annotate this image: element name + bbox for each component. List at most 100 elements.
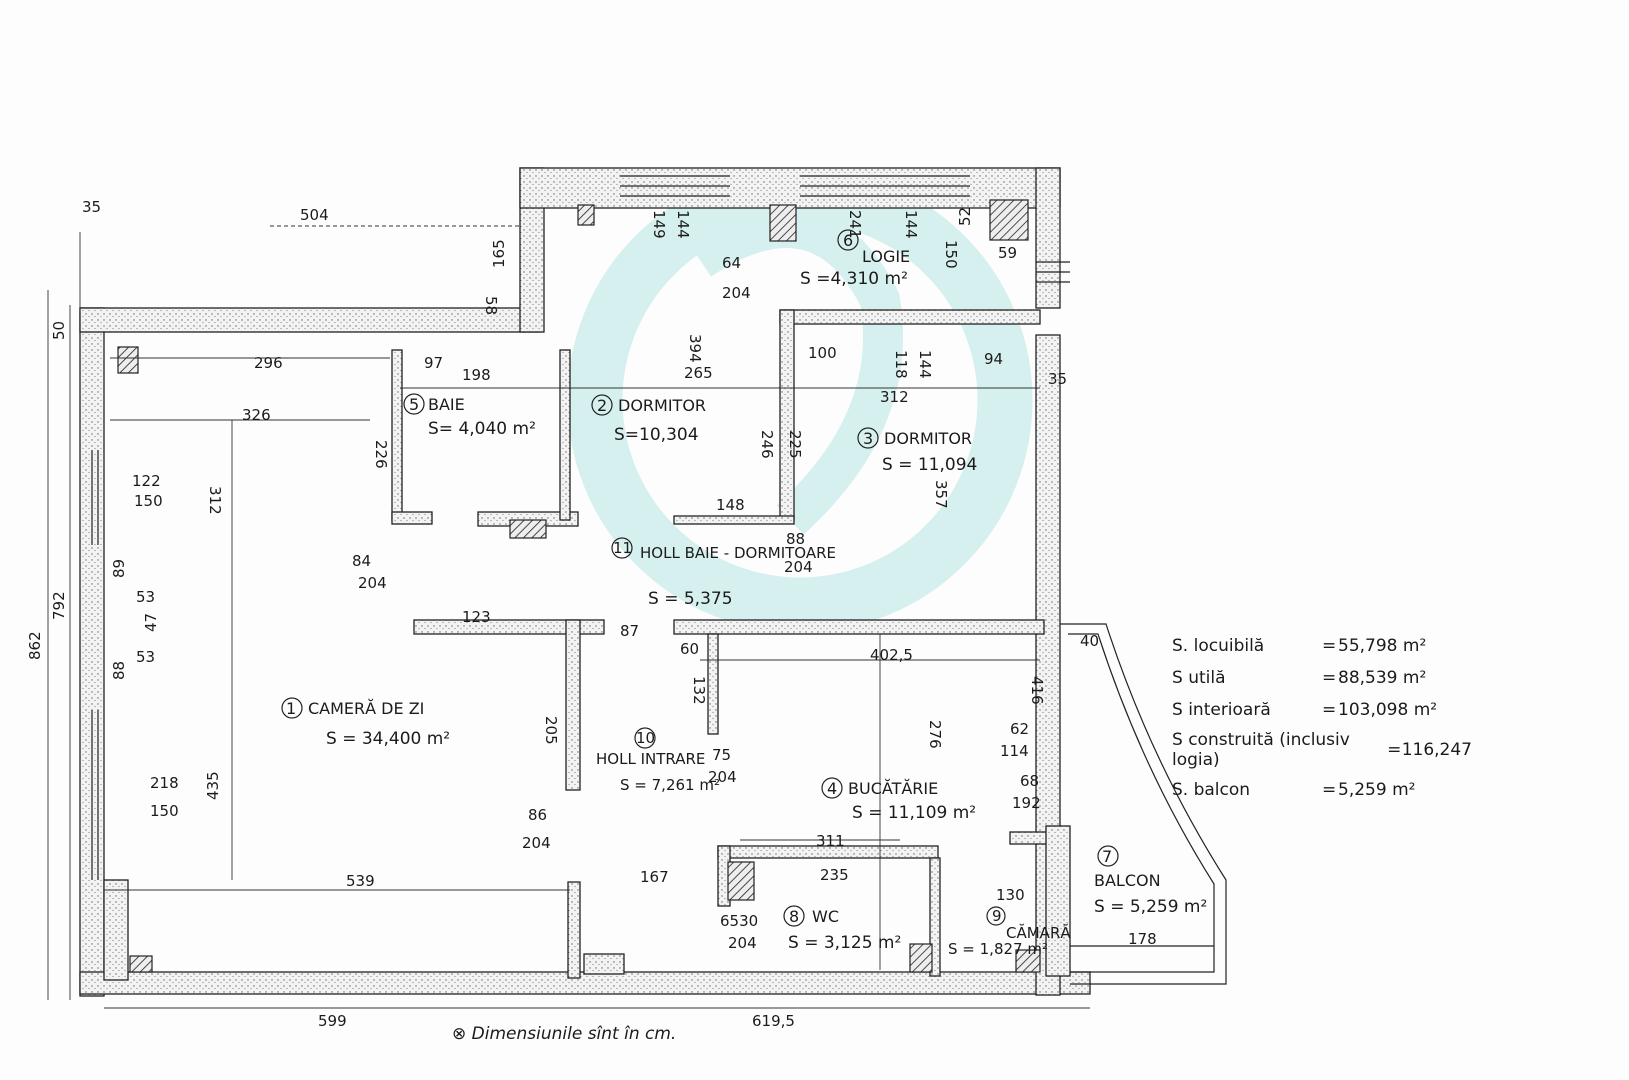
summary-row-balcony: S. balcon = 5,259 m²	[1172, 780, 1416, 800]
svg-text:144: 144	[902, 210, 920, 239]
svg-text:S=10,304: S=10,304	[614, 425, 699, 445]
svg-text:241: 241	[846, 210, 864, 239]
svg-text:52: 52	[956, 207, 974, 226]
svg-text:68: 68	[1020, 772, 1039, 790]
svg-text:114: 114	[1000, 742, 1029, 760]
svg-text:204: 204	[708, 768, 737, 786]
room-1-label: 1 CAMERĂ DE ZI S = 34,400 m²	[281, 697, 450, 749]
svg-text:9: 9	[992, 907, 1002, 925]
summary-value: 103,098 m²	[1338, 700, 1438, 720]
svg-text:HOLL BAIE - DORMITOARE: HOLL BAIE - DORMITOARE	[640, 544, 836, 562]
svg-text:394: 394	[686, 334, 704, 363]
svg-text:8: 8	[789, 907, 799, 926]
svg-text:87: 87	[620, 622, 639, 640]
summary-label: S. balcon	[1172, 780, 1251, 800]
svg-text:S = 11,094: S = 11,094	[882, 455, 977, 475]
svg-text:DORMITOR: DORMITOR	[618, 396, 706, 415]
svg-text:311: 311	[816, 832, 845, 850]
svg-text:53: 53	[136, 648, 155, 666]
svg-text:S = 7,261 m²: S = 7,261 m²	[620, 776, 720, 794]
svg-text:150: 150	[134, 492, 163, 510]
svg-text:148: 148	[716, 496, 745, 514]
svg-text:58: 58	[482, 296, 500, 315]
svg-text:BALCON: BALCON	[1094, 871, 1161, 890]
summary-value: 116,247	[1401, 740, 1472, 760]
svg-text:11: 11	[613, 539, 632, 557]
svg-text:204: 204	[784, 558, 813, 576]
svg-text:50: 50	[50, 321, 68, 340]
interior-walls	[103, 309, 1071, 981]
area-summary: S. locuibilă = 55,798 m² S utilă = 88,53…	[1172, 630, 1472, 806]
svg-text:402,5: 402,5	[870, 646, 913, 664]
room-3-label: 3 DORMITOR S = 11,094	[857, 427, 977, 475]
svg-text:62: 62	[1010, 720, 1029, 738]
svg-text:150: 150	[150, 802, 179, 820]
svg-text:276: 276	[926, 720, 944, 749]
svg-text:2: 2	[597, 396, 607, 415]
svg-text:60: 60	[680, 640, 699, 658]
svg-text:312: 312	[206, 486, 224, 515]
svg-text:5: 5	[409, 395, 419, 414]
room-5-label: 5 BAIE S= 4,040 m²	[403, 393, 536, 439]
svg-text:130: 130	[996, 886, 1025, 904]
svg-text:94: 94	[984, 350, 1003, 368]
svg-text:S= 4,040 m²: S= 4,040 m²	[428, 419, 536, 439]
svg-text:DORMITOR: DORMITOR	[884, 429, 972, 448]
svg-text:144: 144	[674, 210, 692, 239]
room-7-label: 7 BALCON S = 5,259 m²	[1094, 845, 1207, 917]
svg-text:97: 97	[424, 354, 443, 372]
svg-text:6: 6	[843, 231, 853, 250]
room-8-label: 8 WC S = 3,125 m²	[783, 905, 901, 953]
svg-text:WC: WC	[812, 907, 839, 926]
svg-text:435: 435	[204, 771, 222, 800]
summary-row-useful: S utilă = 88,539 m²	[1172, 668, 1427, 688]
svg-text:LOGIE: LOGIE	[862, 247, 910, 266]
svg-text:10: 10	[636, 729, 655, 747]
svg-text:CĂMARĂ: CĂMARĂ	[1006, 923, 1071, 942]
room-2-label: 2 DORMITOR S=10,304	[591, 394, 706, 445]
svg-text:86: 86	[528, 806, 547, 824]
svg-text:192: 192	[1012, 794, 1041, 812]
svg-text:225: 225	[786, 430, 804, 459]
svg-text:246: 246	[758, 430, 776, 459]
svg-text:CAMERĂ DE ZI: CAMERĂ DE ZI	[308, 699, 424, 718]
svg-text:619,5: 619,5	[752, 1012, 795, 1030]
room-6-label: 6 LOGIE S =4,310 m²	[800, 229, 910, 289]
summary-value: 55,798 m²	[1338, 636, 1427, 656]
svg-text:88: 88	[110, 661, 128, 680]
room-4-label: 4 BUCĂTĂRIE S = 11,109 m²	[821, 777, 976, 823]
svg-text:226: 226	[372, 440, 390, 469]
svg-text:S =4,310 m²: S =4,310 m²	[800, 269, 908, 289]
svg-text:150: 150	[942, 240, 960, 269]
svg-text:89: 89	[110, 559, 128, 578]
room-10-label: 10 HOLL INTRARE S = 7,261 m²	[596, 727, 720, 794]
left-windows	[91, 450, 99, 880]
svg-text:504: 504	[300, 206, 329, 224]
svg-text:BAIE: BAIE	[428, 395, 465, 414]
svg-text:204: 204	[522, 834, 551, 852]
svg-text:88: 88	[786, 530, 805, 548]
summary-value: 88,539 m²	[1338, 668, 1427, 688]
svg-text:178: 178	[1128, 930, 1157, 948]
svg-text:35: 35	[82, 198, 101, 216]
svg-text:3: 3	[863, 429, 873, 448]
svg-text:132: 132	[690, 676, 708, 705]
svg-text:S = 5,259 m²: S = 5,259 m²	[1094, 897, 1207, 917]
svg-text:122: 122	[132, 472, 161, 490]
svg-text:416: 416	[1028, 676, 1046, 705]
summary-label: S construită (inclusiv logia)	[1172, 730, 1350, 770]
summary-row-living: S. locuibilă = 55,798 m²	[1172, 636, 1427, 656]
svg-text:53: 53	[136, 588, 155, 606]
svg-text:862: 862	[26, 631, 44, 660]
dimension-labels: 504 35 50 862 792 296 326 312 122 150 89…	[26, 198, 1157, 1030]
svg-text:204: 204	[722, 284, 751, 302]
svg-text:S = 5,375: S = 5,375	[648, 589, 733, 609]
svg-text:792: 792	[50, 591, 68, 620]
svg-text:64: 64	[722, 254, 741, 272]
dimension-lines	[47, 225, 1090, 1009]
svg-text:312: 312	[880, 388, 909, 406]
summary-value: 5,259 m²	[1338, 780, 1416, 800]
svg-text:84: 84	[352, 552, 371, 570]
svg-text:198: 198	[462, 366, 491, 384]
